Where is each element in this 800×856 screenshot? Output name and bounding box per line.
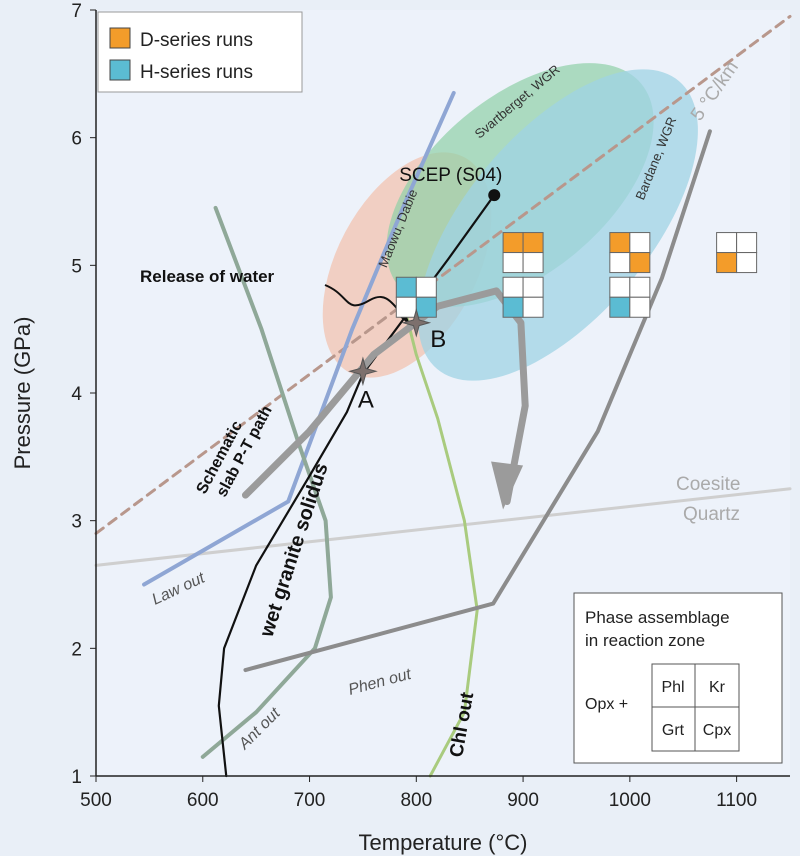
scep-label: SCEP (S04) xyxy=(399,165,502,186)
x-tick-label: 1000 xyxy=(609,790,651,811)
legend-label-h-series: H-series runs xyxy=(140,62,253,83)
key-cell-kr: Kr xyxy=(709,679,726,696)
legend-label-d-series: D-series runs xyxy=(140,30,253,51)
x-tick-label: 900 xyxy=(507,790,539,811)
point-b-star xyxy=(401,307,432,338)
scep-marker xyxy=(488,189,501,202)
run-d-1000-phl xyxy=(609,232,631,254)
point-a-star xyxy=(348,356,378,387)
key-title-line1: Phase assemblage xyxy=(585,608,730,627)
y-tick-label: 4 xyxy=(71,384,82,405)
y-tick-label: 5 xyxy=(71,256,82,277)
run-d-1100-grt xyxy=(716,252,738,274)
release-arrow xyxy=(324,284,406,319)
line-coesite-quartz xyxy=(94,487,792,567)
line-ant-out xyxy=(200,205,333,759)
run-d-1100-cpx xyxy=(736,252,758,274)
line-phen-out xyxy=(243,129,712,673)
annotation-quartz: Quartz xyxy=(683,504,740,525)
x-tick-label: 800 xyxy=(400,790,432,811)
run-h-1000-grt xyxy=(609,296,631,318)
run-d-900-phl xyxy=(502,232,524,254)
legend: D-series runs H-series runs xyxy=(97,11,303,93)
run-d-900-kr xyxy=(522,232,544,254)
run-h-1000-kr xyxy=(629,276,651,298)
annotation-coesite: Coesite xyxy=(676,474,740,495)
line-schematic-slab-p-t-path xyxy=(241,287,529,505)
run-h-1000-phl xyxy=(609,276,631,298)
key-cell-phl: Phl xyxy=(661,679,684,696)
run-d-1100-phl xyxy=(716,232,738,254)
run-h-800-phl xyxy=(395,276,417,298)
run-d-1100-kr xyxy=(736,232,758,254)
legend-swatch-h-series xyxy=(109,59,131,81)
region-bardane-wgr xyxy=(418,69,698,381)
run-d-1000-cpx xyxy=(629,252,651,274)
line-law-out xyxy=(142,91,456,587)
run-d-900-grt xyxy=(502,252,524,274)
point-label-a: A xyxy=(358,386,374,413)
run-h-900-cpx xyxy=(522,296,544,318)
x-tick-label: 700 xyxy=(294,790,326,811)
annotation-release: Release of water xyxy=(140,267,275,286)
y-tick-label: 3 xyxy=(71,512,82,533)
line-5-c-km xyxy=(94,14,792,535)
y-tick-label: 7 xyxy=(71,1,82,22)
key-prefix: Opx + xyxy=(585,696,628,713)
run-h-800-grt xyxy=(395,296,417,318)
y-tick-label: 6 xyxy=(71,129,82,150)
y-axis-title: Pressure (GPa) xyxy=(10,317,35,470)
key-title-line2: in reaction zone xyxy=(585,631,705,650)
run-h-1000-cpx xyxy=(629,296,651,318)
x-tick-label: 600 xyxy=(187,790,219,811)
run-d-1000-grt xyxy=(609,252,631,274)
x-tick-label: 500 xyxy=(80,790,112,811)
legend-swatch-d-series xyxy=(109,27,131,49)
run-h-900-grt xyxy=(502,296,524,318)
run-d-900-cpx xyxy=(522,252,544,274)
run-d-1000-kr xyxy=(629,232,651,254)
y-tick-label: 2 xyxy=(71,639,82,660)
run-h-800-kr xyxy=(415,276,437,298)
run-h-800-cpx xyxy=(415,296,437,318)
x-axis-title: Temperature (°C) xyxy=(359,830,528,855)
run-h-900-phl xyxy=(502,276,524,298)
line-chl-out xyxy=(395,276,479,778)
run-h-900-kr xyxy=(522,276,544,298)
phase-key: Phase assemblage in reaction zone Opx + … xyxy=(573,592,783,764)
y-tick-label: 1 xyxy=(71,767,82,788)
key-cell-cpx: Cpx xyxy=(703,722,731,739)
point-label-b: B xyxy=(430,326,446,353)
key-cell-grt: Grt xyxy=(662,722,685,739)
slab-path-arrowhead xyxy=(491,461,524,510)
x-tick-label: 1100 xyxy=(716,790,757,811)
